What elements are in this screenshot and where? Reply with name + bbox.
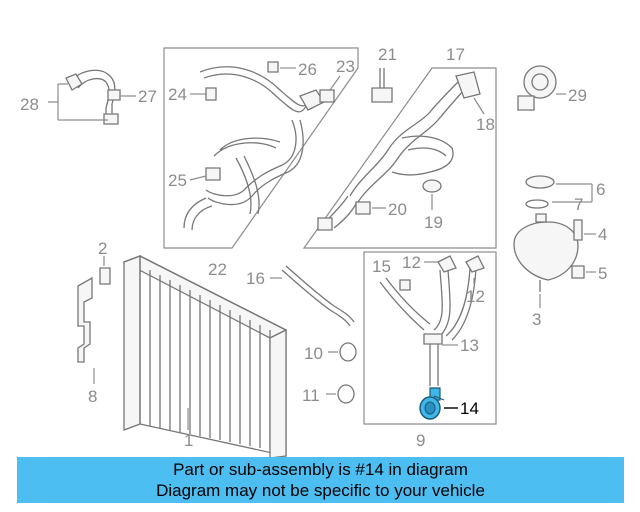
part-4-bolt xyxy=(573,219,583,241)
callout-15: 15 xyxy=(372,257,391,276)
part-3-reservoir xyxy=(513,213,579,292)
callout-2: 2 xyxy=(98,239,107,258)
box-17 xyxy=(302,67,497,249)
callout-9: 9 xyxy=(416,431,425,450)
callout-19: 19 xyxy=(424,213,443,232)
caption-bar: Part or sub-assembly is #14 in diagram D… xyxy=(17,457,624,503)
callout-12a: 12 xyxy=(402,253,421,272)
part-14-highlighted xyxy=(419,387,445,420)
callout-12b: 12 xyxy=(466,287,485,306)
callout-6: 6 xyxy=(596,180,605,199)
callout-20: 20 xyxy=(388,200,407,219)
box-22 xyxy=(163,47,359,249)
callout-27: 27 xyxy=(138,87,157,106)
part-2-bolt xyxy=(99,267,111,285)
part-21-valve xyxy=(371,68,393,103)
callout-3: 3 xyxy=(532,310,541,329)
callout-16: 16 xyxy=(246,269,265,288)
callout-29: 29 xyxy=(568,86,587,105)
part-10-ring xyxy=(339,342,357,362)
callout-28: 28 xyxy=(20,95,39,114)
callout-10: 10 xyxy=(304,344,323,363)
caption-disclaimer: Diagram may not be specific to your vehi… xyxy=(156,481,485,500)
part-9-pipe-assembly xyxy=(379,255,485,386)
part-11-ring xyxy=(337,384,355,404)
callout-1: 1 xyxy=(184,431,193,450)
callout-8: 8 xyxy=(88,387,97,406)
callout-14: 14 xyxy=(460,399,479,418)
callout-26: 26 xyxy=(298,60,317,79)
callout-7: 7 xyxy=(574,195,583,214)
caption-part-note: Part or sub-assembly is #14 in diagram xyxy=(173,460,468,479)
part-29-pump xyxy=(517,65,557,111)
part-5 xyxy=(571,265,585,279)
part-7-seal xyxy=(525,199,549,209)
part-26 xyxy=(267,61,279,73)
part-8-bracket xyxy=(77,276,93,363)
part-1-radiator xyxy=(122,254,288,459)
callout-13: 13 xyxy=(460,336,479,355)
callout-18: 18 xyxy=(476,115,495,134)
part-16-pipe xyxy=(281,269,351,327)
callout-23: 23 xyxy=(336,57,355,76)
callout-21: 21 xyxy=(378,45,397,64)
callout-25: 25 xyxy=(168,171,187,190)
callout-4: 4 xyxy=(598,225,607,244)
callout-17: 17 xyxy=(446,45,465,64)
part-27-28-hose xyxy=(65,69,121,125)
part-20 xyxy=(355,201,371,215)
part-6-cap xyxy=(525,175,555,189)
callout-5: 5 xyxy=(598,264,607,283)
callout-11: 11 xyxy=(302,386,320,405)
part-17-pipes xyxy=(317,71,481,231)
box-9 xyxy=(363,251,497,425)
callout-22: 22 xyxy=(208,260,227,279)
callout-24: 24 xyxy=(168,85,187,104)
part-24 xyxy=(205,87,217,101)
part-22-hoses xyxy=(183,66,335,231)
part-19 xyxy=(422,179,442,193)
